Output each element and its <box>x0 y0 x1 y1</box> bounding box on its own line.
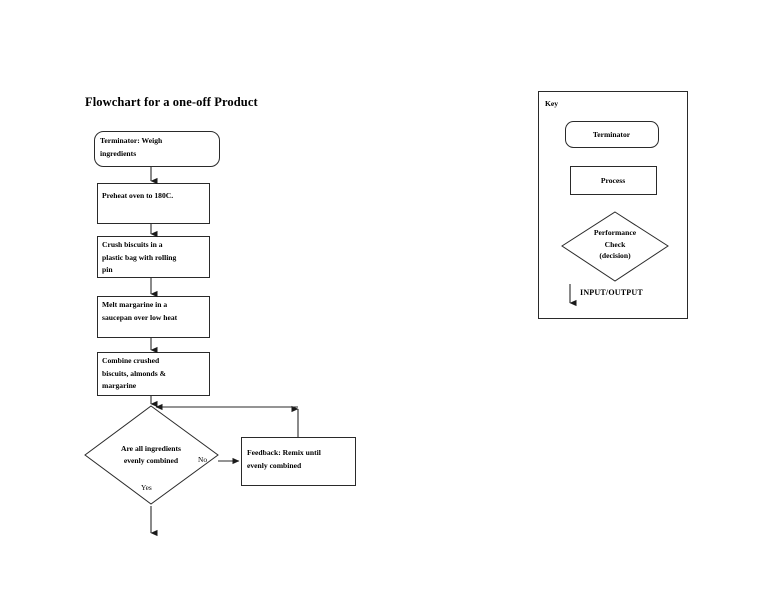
shape-decision-evenly-combined <box>84 405 219 505</box>
step-text-terminator: Terminator: Weigh ingredients <box>100 136 163 158</box>
feedback-text: Feedback: Remix until evenly combined <box>247 448 321 470</box>
key-heading: Key <box>545 99 559 108</box>
key-label-terminator: Terminator <box>592 130 631 139</box>
shape-terminator-weigh <box>94 131 220 167</box>
shape-process-preheat <box>97 183 210 224</box>
branch-label-yes: Yes <box>141 483 152 492</box>
shape-process-feedback <box>241 437 356 486</box>
branch-label-no: No <box>198 455 208 464</box>
shape-process-melt <box>97 296 210 338</box>
step-text-preheat: Preheat oven to 180C. <box>102 191 174 200</box>
step-text-combine: Combine crushed biscuits, almonds & marg… <box>102 356 166 391</box>
step-text-melt: Melt margarine in a saucepan over low he… <box>102 300 178 322</box>
key-shape-decision <box>561 211 669 282</box>
key-label-process: Process <box>600 176 626 185</box>
key-shape-terminator <box>565 121 659 148</box>
step-text-crush: Crush biscuits in a plastic bag with rol… <box>102 240 177 275</box>
key-label-input-output: INPUT/OUTPUT <box>580 288 643 297</box>
decision-text: Are all ingredients evenly combined <box>120 444 182 465</box>
key-label-decision: Performance Check (decision) <box>593 228 637 260</box>
key-shape-process <box>570 166 657 195</box>
page-title: Flowchart for a one-off Product <box>85 95 258 109</box>
shape-process-combine <box>97 352 210 396</box>
